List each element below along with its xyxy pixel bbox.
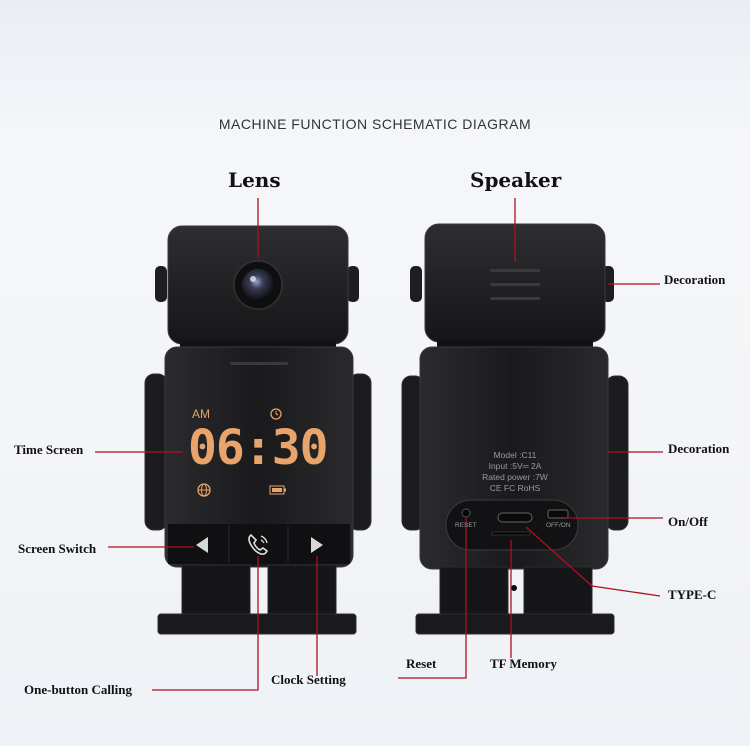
label-decoration-mid: Decoration (668, 441, 730, 456)
off-on-label: OFF/ON (546, 522, 571, 529)
port-panel (445, 499, 579, 551)
speaker-grille-icon (490, 269, 540, 300)
reset-hole[interactable] (461, 508, 471, 518)
front-robot (144, 225, 372, 635)
label-decoration-top: Decoration (664, 272, 726, 287)
label-tf-memory: TF Memory (490, 656, 558, 671)
back-robot (401, 223, 629, 635)
front-left-ear (155, 266, 167, 302)
clock-time-display: 06:30 (188, 420, 328, 476)
front-left-leg (181, 564, 251, 618)
model-text: Model :C11 (493, 450, 537, 460)
label-type-c: TYPE-C (668, 587, 717, 602)
line-reset (398, 518, 467, 679)
lens-highlight (250, 276, 256, 282)
label-lens: Lens (228, 168, 281, 192)
label-one-button-calling: One-button Calling (24, 682, 132, 697)
right-arrow-icon[interactable] (311, 537, 323, 553)
leader-lines (95, 198, 663, 691)
label-on-off: On/Off (668, 514, 708, 529)
alarm-clock-icon (270, 408, 282, 420)
label-screen-switch: Screen Switch (18, 541, 97, 556)
left-arrow-icon[interactable] (196, 537, 208, 553)
front-neck (180, 340, 336, 350)
cert-marks: CE FC RoHS (489, 483, 541, 493)
lcd-screen: AM 06:30 (174, 406, 344, 514)
diagram-title: MACHINE FUNCTION SCHEMATIC DIAGRAM (218, 116, 532, 132)
back-base (415, 613, 615, 635)
line-one-button-calling (152, 556, 259, 691)
camera-lens-icon (242, 269, 274, 301)
phone-call-icon[interactable] (248, 533, 269, 555)
label-reset: Reset (406, 656, 437, 671)
input-text: Input :5V═ 2A (488, 461, 542, 471)
rated-power-text: Rated power :7W (482, 472, 548, 482)
reset-port-label: RESET (455, 522, 477, 529)
label-time-screen: Time Screen (14, 442, 84, 457)
front-right-leg (267, 564, 337, 618)
back-left-ear (410, 266, 422, 302)
type-c-port[interactable] (497, 512, 533, 523)
front-body (164, 346, 354, 568)
line-type-c (525, 526, 661, 597)
label-speaker: Speaker (470, 168, 562, 192)
front-grille-slot (230, 362, 288, 365)
power-switch[interactable] (547, 509, 569, 519)
tf-card-slot[interactable] (491, 531, 531, 536)
front-right-ear (347, 266, 359, 302)
back-right-arm (605, 375, 629, 531)
am-indicator: AM (192, 407, 210, 421)
front-base (157, 613, 357, 635)
back-spec-label: Model :C11 Input :5V═ 2A Rated power :7W… (464, 450, 566, 494)
front-button-bar (168, 524, 350, 564)
label-clock-setting: Clock Setting (271, 672, 346, 687)
battery-icon (269, 485, 286, 495)
